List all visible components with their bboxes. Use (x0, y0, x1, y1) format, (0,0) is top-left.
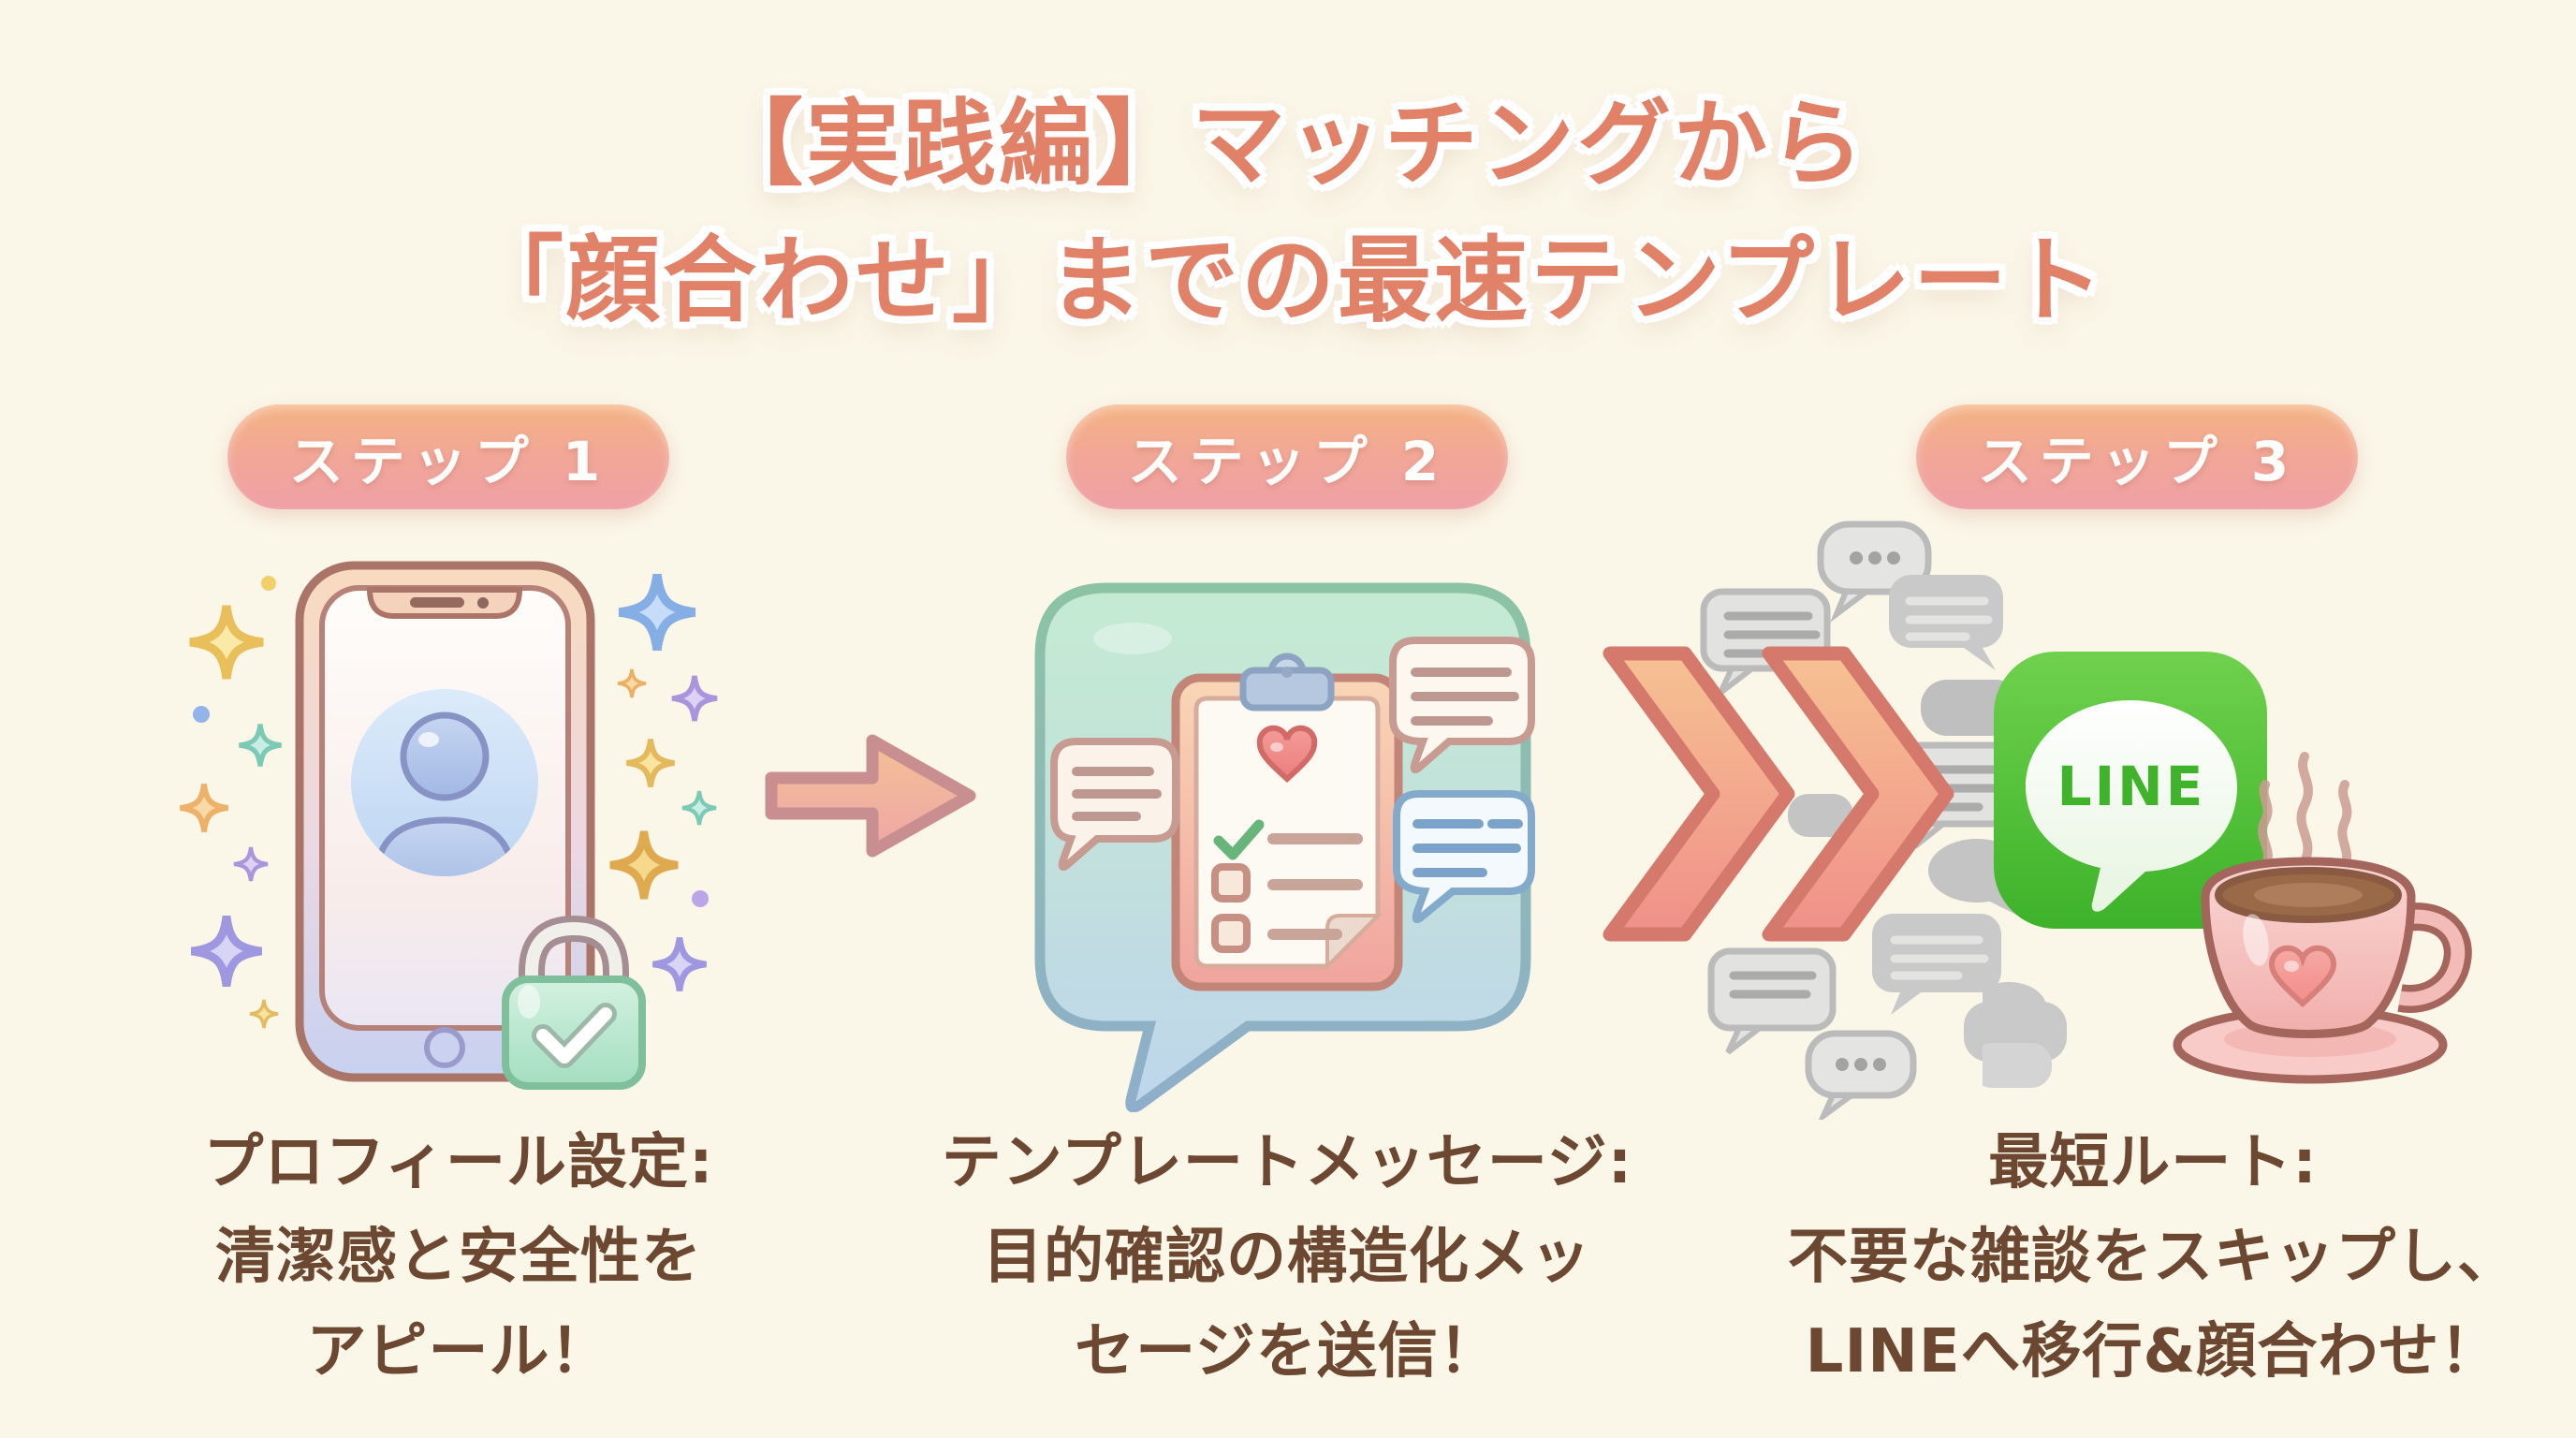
caption-line: アピール！ (306, 1317, 611, 1387)
line-label: LINE (2057, 755, 2206, 818)
gray-chat-bubbles (1983, 982, 2052, 1088)
page-title-line-1: 【実践編】マッチングから (710, 89, 1866, 198)
heart-icon (1256, 725, 1318, 784)
chat-bubble-icon (1389, 637, 1535, 773)
chat-bubble-icon (1393, 790, 1535, 923)
line-coffee-illustration: LINE (1983, 652, 2472, 1088)
phone-notch (366, 587, 523, 619)
caption-line: テンプレートメッセージ: (941, 1128, 1633, 1197)
caption-line: 清潔感と安全性を (215, 1223, 702, 1292)
steam-icon (2258, 752, 2352, 873)
step-2-badge: ステップ 2 (1066, 404, 1508, 509)
lock-check-icon (502, 915, 646, 1090)
step-1-badge: ステップ 1 (227, 404, 669, 509)
step-3-caption: 最短ルート: 不要な雑談をスキップし、 LINEへ移行&顔合わせ！ (1756, 1116, 2550, 1400)
caption-line: 不要な雑談をスキップし、 (1788, 1223, 2518, 1292)
step-2-caption: テンプレートメッセージ: 目的確認の構造化メッ セージを送信！ (941, 1116, 1633, 1400)
heart-icon (2268, 945, 2337, 1008)
line-bubble-icon (2026, 700, 2237, 912)
caption-line: プロフィール設定: (203, 1128, 714, 1197)
coffee-cup-icon (2173, 857, 2472, 1084)
caption-line: LINEへ移行&顔合わせ！ (1805, 1317, 2501, 1387)
step-1-caption: プロフィール設定: 清潔感と安全性を アピール！ (122, 1116, 796, 1400)
smartphone-icon (295, 561, 595, 1082)
skip-chatter-illustration (1603, 521, 2067, 1120)
fast-forward-chevrons-icon (1603, 646, 1954, 942)
page-title-line-2: 「顔合わせ」までの最速テンプレート (470, 226, 2106, 335)
template-message-illustration (1034, 582, 1535, 1112)
clipboard-icon (1171, 653, 1403, 991)
caption-line: セージを送信！ (1075, 1317, 1500, 1387)
line-icon: LINE (1994, 652, 2267, 929)
chat-bubble-icon (1050, 738, 1179, 871)
checklist (1211, 819, 1363, 953)
home-button (424, 1027, 465, 1068)
sparkles-icon (181, 575, 718, 1030)
caption-line: 目的確認の構造化メッ (983, 1223, 1591, 1292)
clipboard-clip (1239, 653, 1335, 712)
caption-line: 最短ルート: (1988, 1128, 2318, 1197)
profile-phone-illustration (159, 561, 758, 1090)
arrow-right-icon (765, 734, 976, 858)
step-3-badge: ステップ 3 (1916, 404, 2358, 509)
